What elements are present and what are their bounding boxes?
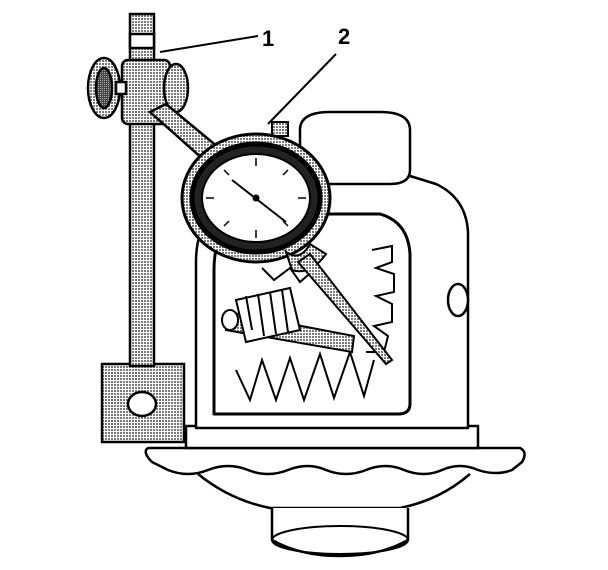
magnetic-base: [100, 362, 186, 444]
base-flange: [144, 446, 526, 476]
dial-indicator: [180, 121, 394, 366]
leader-2: [267, 53, 337, 125]
flange-lower: [197, 473, 471, 510]
dial-probe: [296, 252, 394, 366]
callout-1: 1: [262, 26, 274, 51]
callout-2: 2: [338, 24, 350, 49]
lower-hub: [270, 508, 410, 558]
dial-needle: [231, 179, 287, 223]
pinion-gears: [221, 244, 395, 404]
post-clamp: [86, 56, 190, 126]
callout-leaders: [159, 35, 337, 125]
leader-1: [159, 35, 259, 53]
